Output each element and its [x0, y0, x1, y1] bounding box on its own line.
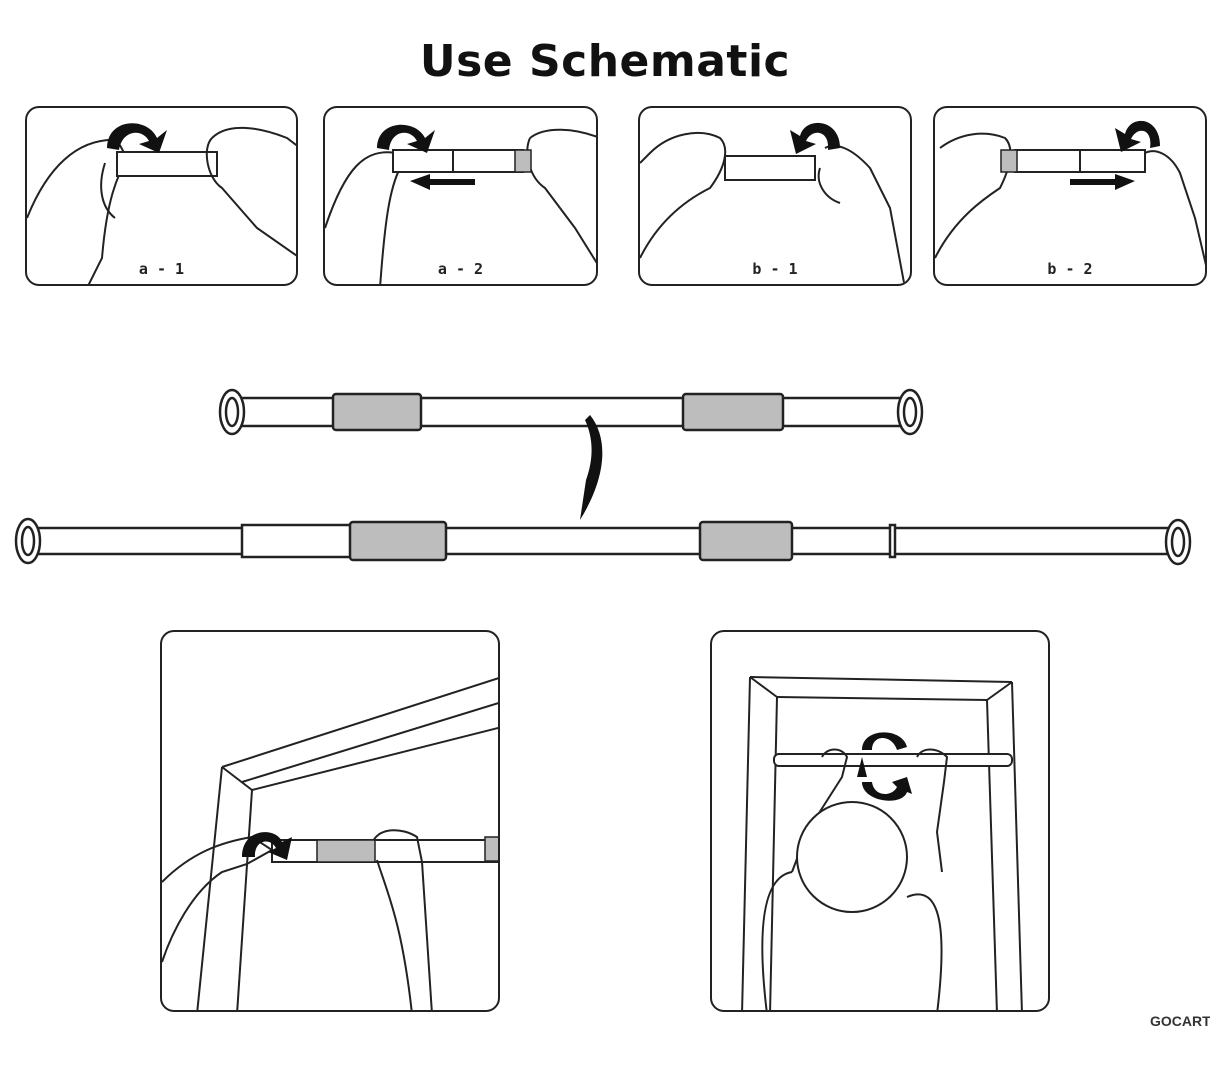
curved-arrow-down-icon [580, 415, 603, 520]
door-frame-install-illustration [162, 677, 498, 1010]
rotate-arrow-icon [242, 832, 292, 860]
arrow-right-icon [1070, 174, 1135, 190]
hanging-person-illustration [741, 676, 1023, 1010]
hands-twist-illustration [27, 123, 296, 284]
arrow-left-icon [410, 174, 475, 190]
page-title: Use Schematic [419, 36, 791, 87]
step-label: b - 2 [1047, 260, 1093, 278]
step-panel-b2: b - 2 [933, 106, 1207, 286]
bar-extension-diagram [14, 388, 1192, 566]
brand-watermark: GOCART [1150, 1013, 1210, 1029]
install-panel-1 [160, 630, 500, 1012]
hands-push-illustration [325, 124, 596, 284]
short-bar [218, 388, 924, 436]
install-panel-2 [710, 630, 1050, 1012]
step-panel-b1: b - 1 [638, 106, 912, 286]
step-label: b - 1 [752, 260, 798, 278]
extended-bar [14, 517, 1192, 566]
step-panel-a1: a - 1 [25, 106, 298, 286]
step-label: a - 1 [138, 260, 185, 278]
rotate-arrow-icon [790, 122, 840, 154]
step-panel-a2: a - 2 [323, 106, 598, 286]
rotate-arrow-icon [107, 123, 167, 153]
rotate-arrow-icon [857, 732, 912, 801]
hands-twist-illustration [640, 122, 906, 284]
hands-pull-illustration [935, 120, 1205, 266]
rotate-arrow-icon [377, 124, 435, 153]
step-label: a - 2 [437, 260, 484, 278]
rotate-arrow-icon [1115, 120, 1160, 152]
